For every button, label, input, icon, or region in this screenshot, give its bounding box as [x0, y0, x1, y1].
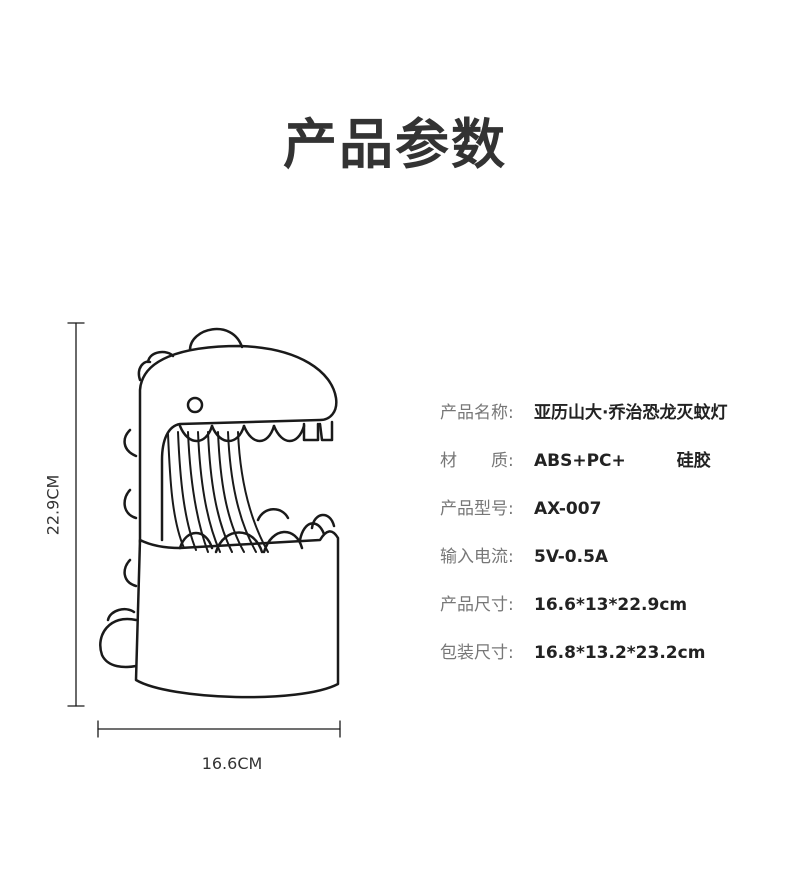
spec-label: 输入电流:: [440, 547, 514, 567]
spec-row-input: 输入电流: 5V-0.5A: [440, 542, 727, 590]
side-spike: [123, 428, 138, 458]
spec-row-model: 产品型号: AX-007: [440, 494, 727, 542]
spec-label: 材 质:: [440, 451, 514, 471]
spec-value: 5V-0.5A: [534, 547, 609, 567]
height-dimension-label: 22.9CM: [43, 474, 63, 536]
width-dimension-label: 16.6CM: [201, 754, 263, 773]
dino-head: [138, 344, 338, 544]
spec-row-package-size: 包装尺寸: 16.8*13.2*23.2cm: [440, 638, 727, 686]
spec-row-material: 材 质: ABS+PC+ 硅胶: [440, 446, 727, 494]
spec-list: 产品名称: 亚历山大·乔治恐龙灭蚊灯 材 质: ABS+PC+ 硅胶 产品型号:…: [440, 398, 727, 686]
spec-label: 产品尺寸:: [440, 595, 514, 615]
spec-value: ABS+PC+ 硅胶: [534, 451, 711, 471]
spec-row-name: 产品名称: 亚历山大·乔治恐龙灭蚊灯: [440, 398, 727, 446]
spec-value: AX-007: [534, 499, 602, 519]
side-spike: [123, 488, 138, 520]
tail: [99, 617, 138, 669]
side-spike: [123, 558, 138, 588]
head-spike: [188, 327, 244, 352]
spec-value: 亚历山大·乔治恐龙灭蚊灯: [534, 403, 728, 423]
spec-value: 16.6*13*22.9cm: [534, 595, 688, 615]
base-pot: [134, 530, 340, 699]
spec-label: 包装尺寸:: [440, 643, 514, 663]
spec-label: 产品型号:: [440, 499, 514, 519]
spec-label: 产品名称:: [440, 403, 514, 423]
dinosaur-lamp-illustration: [99, 327, 340, 699]
page-title: 产品参数: [283, 113, 507, 176]
eye: [186, 396, 204, 414]
spec-value: 16.8*13.2*23.2cm: [534, 643, 706, 663]
spec-row-product-size: 产品尺寸: 16.6*13*22.9cm: [440, 590, 727, 638]
height-dimension-line: [67, 322, 85, 707]
width-dimension-line: [97, 720, 341, 738]
